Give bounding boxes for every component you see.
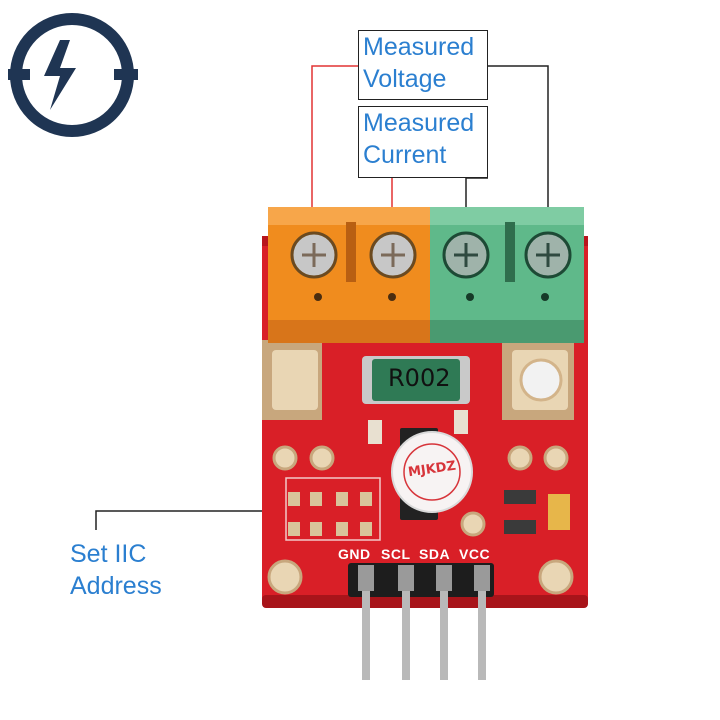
- pin-label-gnd: GND: [338, 546, 371, 562]
- callout-measured-current: Measured Current: [358, 106, 488, 178]
- through-hole-pads: [267, 445, 574, 595]
- pin-label-vcc: VCC: [459, 546, 491, 562]
- callout-set-iic-address: Set IIC Address: [70, 538, 162, 602]
- pin-label-sda: SDA: [419, 546, 451, 562]
- shunt-resistor: [362, 356, 470, 404]
- address-jumper-pads: [285, 477, 381, 541]
- quality-sticker: [391, 431, 473, 513]
- callout-measured-voltage: Measured Voltage: [358, 30, 488, 100]
- callout-measured-current-line1: Measured: [363, 109, 475, 137]
- logo-icon: [8, 13, 138, 137]
- pin-label-scl: SCL: [381, 546, 411, 562]
- callout-measured-voltage-line2: Voltage: [363, 65, 447, 93]
- callout-set-iic-address-line1: Set IIC: [70, 540, 147, 568]
- shunt-resistor-label: R002: [388, 364, 451, 392]
- callout-set-iic-address-line2: Address: [70, 572, 162, 600]
- header-pins: [348, 563, 494, 680]
- green-terminal: [430, 207, 584, 343]
- orange-terminal: [268, 207, 432, 343]
- callout-measured-current-line2: Current: [363, 141, 447, 169]
- callout-measured-voltage-line1: Measured: [363, 33, 475, 61]
